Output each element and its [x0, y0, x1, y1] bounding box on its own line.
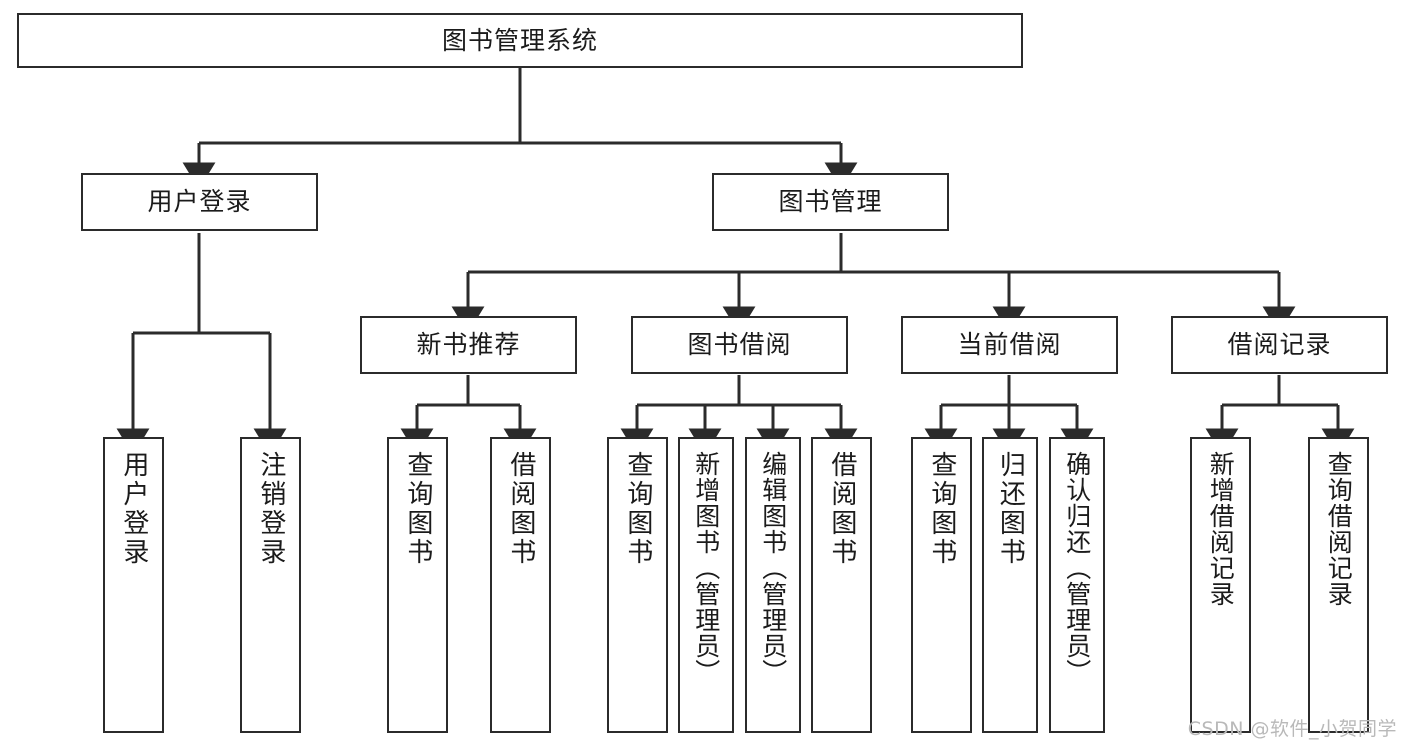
node-new-book-recommend-label: 新书推荐 — [416, 330, 521, 360]
node-book-management[interactable]: 图书管理 — [712, 173, 949, 231]
node-leaf-confirm-return[interactable]: 确认归还（管理员） — [1049, 437, 1105, 733]
node-leaf-query-record[interactable]: 查询借阅记录 — [1308, 437, 1369, 733]
node-new-book-recommend[interactable]: 新书推荐 — [360, 316, 577, 374]
node-leaf-borrow-book-1[interactable]: 借阅图书 — [490, 437, 551, 733]
node-leaf-return-book[interactable]: 归还图书 — [982, 437, 1038, 733]
node-user-login-label: 用户登录 — [147, 187, 252, 217]
node-leaf-user-logout[interactable]: 注销登录 — [240, 437, 301, 733]
node-leaf-query-book-2-label: 查询图书 — [622, 451, 653, 567]
node-leaf-borrow-book-2[interactable]: 借阅图书 — [811, 437, 872, 733]
node-leaf-user-logout-label: 注销登录 — [255, 451, 286, 567]
node-book-management-label: 图书管理 — [778, 187, 883, 217]
node-leaf-add-record-label: 新增借阅记录 — [1206, 451, 1236, 607]
node-leaf-user-login[interactable]: 用户登录 — [103, 437, 164, 733]
node-root-label: 图书管理系统 — [441, 25, 598, 55]
node-leaf-confirm-return-label: 确认归还（管理员） — [1062, 451, 1092, 685]
watermark: CSDN @软件_小贺同学 — [1187, 718, 1397, 740]
node-leaf-borrow-book-2-label: 借阅图书 — [826, 451, 857, 567]
node-leaf-return-book-label: 归还图书 — [995, 451, 1026, 567]
node-leaf-query-book-2[interactable]: 查询图书 — [607, 437, 668, 733]
node-leaf-add-book[interactable]: 新增图书（管理员） — [678, 437, 734, 733]
node-root[interactable]: 图书管理系统 — [17, 13, 1023, 68]
node-current-borrow[interactable]: 当前借阅 — [901, 316, 1118, 374]
node-leaf-query-book-3[interactable]: 查询图书 — [911, 437, 972, 733]
node-user-login[interactable]: 用户登录 — [81, 173, 318, 231]
node-book-borrow-label: 图书借阅 — [687, 330, 792, 360]
node-leaf-edit-book[interactable]: 编辑图书（管理员） — [745, 437, 801, 733]
node-leaf-add-record[interactable]: 新增借阅记录 — [1190, 437, 1251, 733]
node-leaf-add-book-label: 新增图书（管理员） — [691, 451, 721, 685]
node-current-borrow-label: 当前借阅 — [957, 330, 1062, 360]
node-leaf-query-book-1[interactable]: 查询图书 — [387, 437, 448, 733]
node-leaf-borrow-book-1-label: 借阅图书 — [505, 451, 536, 567]
node-leaf-edit-book-label: 编辑图书（管理员） — [758, 451, 788, 685]
node-book-borrow[interactable]: 图书借阅 — [631, 316, 848, 374]
node-leaf-query-record-label: 查询借阅记录 — [1324, 451, 1354, 607]
node-leaf-user-login-label: 用户登录 — [118, 451, 149, 567]
node-leaf-query-book-1-label: 查询图书 — [402, 451, 433, 567]
node-leaf-query-book-3-label: 查询图书 — [926, 451, 957, 567]
node-borrow-record[interactable]: 借阅记录 — [1171, 316, 1388, 374]
node-borrow-record-label: 借阅记录 — [1227, 330, 1332, 360]
